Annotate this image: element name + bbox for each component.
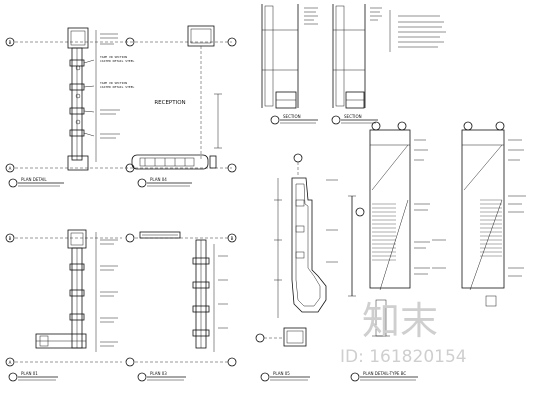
caption-plan-detail-type-bc: PLAN DETAIL-TYPE BC — [363, 371, 406, 376]
grid-bubble — [5, 163, 15, 173]
plan-05: PLAN 05 — [255, 153, 338, 382]
reception-label: RECEPTION — [154, 100, 185, 106]
watermark-brand: 知末 — [362, 299, 438, 343]
plan-04: RECEPTION PLAN 04 — [131, 25, 222, 188]
plan-note: TAPE VR SECTION — [100, 55, 127, 59]
plan-note: TAPE VR SECTION — [100, 81, 127, 85]
watermark-id: ID: 161820154 — [340, 347, 467, 367]
stair-treads-right — [480, 199, 502, 257]
grid-label: A — [9, 166, 12, 171]
grid-label: B — [231, 236, 234, 241]
caption-plan-04: PLAN 04 — [150, 177, 167, 182]
plan-03: B PLAN 03 — [125, 231, 237, 382]
caption-plan-detail: PLAN DETAIL — [21, 177, 47, 182]
caption-section-b: SECTION — [344, 114, 362, 119]
plan-note: CASTED DETAIL STEEL — [100, 59, 135, 63]
watermark: 知末 ID: 161820154 — [340, 299, 467, 367]
caption-plan-05: PLAN 05 — [273, 371, 290, 376]
caption-plan-01: PLAN 01 — [21, 371, 38, 376]
grid-label: A — [9, 360, 12, 365]
plan-detail-upper: B A TAPE VR SECTION CASTED DETAIL STEEL … — [5, 27, 237, 188]
grid-label: B — [9, 40, 12, 45]
grid-label: B — [9, 236, 12, 241]
caption-plan-03: PLAN 03 — [150, 371, 167, 376]
plan-note: CASTED DETAIL STEEL — [100, 85, 135, 89]
stair-treads-left — [372, 203, 396, 261]
caption-section-a: SECTION — [283, 114, 301, 119]
sections-top: SECTION SECTION — [261, 4, 446, 125]
detail-sections-right: PLAN DETAIL-TYPE BC — [348, 121, 526, 382]
grid-bubble — [5, 37, 15, 47]
plan-01: B A PLAN 01 — [5, 229, 122, 382]
